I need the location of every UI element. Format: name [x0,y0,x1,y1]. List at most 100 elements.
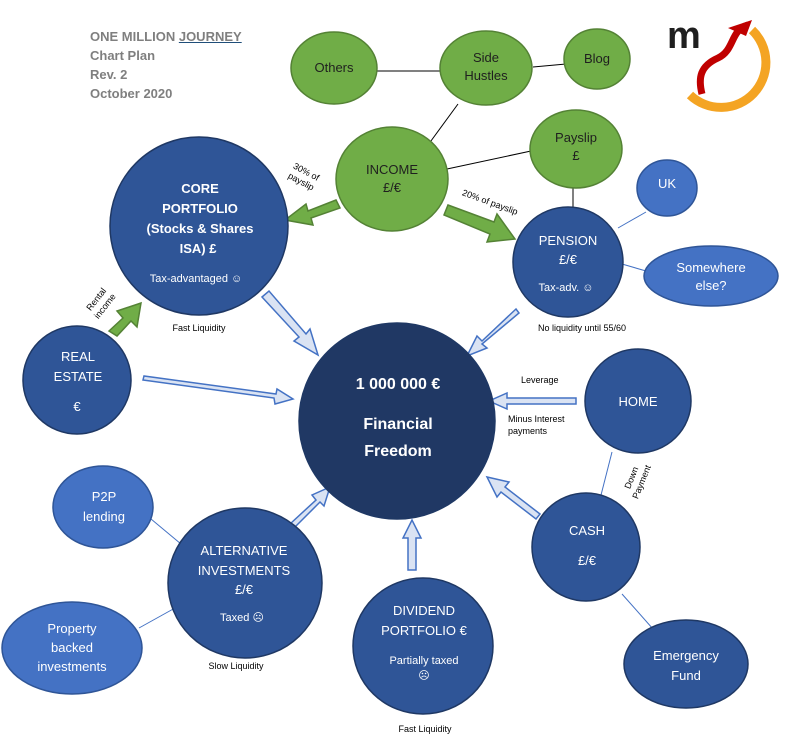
node-core-line1: CORE [181,181,219,196]
connector-home-cash [599,451,613,500]
node-side-hustles-line1: Side [473,50,499,65]
node-dividend [352,577,494,715]
node-side-hustles [439,30,533,106]
node-home-label: HOME [619,394,658,409]
label-core-share: 30% of payslip [286,161,321,193]
header-title-prefix: ONE MILLION [90,29,179,44]
node-realestate-line3: € [73,399,81,414]
logo-arrow-head [728,20,752,36]
node-cash-line1: CASH [569,523,605,538]
inflow-arrows [142,289,577,571]
node-p2p [52,465,154,549]
node-pension [512,206,624,318]
label-fast-liquidity-core: Fast Liquidity [172,323,226,333]
connector-cash-emergency [621,593,654,630]
node-realestate-line1: REAL [61,349,95,364]
node-alternative-line1: ALTERNATIVE [201,543,288,558]
node-real-estate [22,325,132,435]
node-side-hustles-line2: Hustles [464,68,508,83]
node-home [584,348,692,454]
header-line-2: Chart Plan [90,48,156,63]
connector-sidehustles-income [427,103,459,146]
header-line-4: October 2020 [90,86,173,101]
header-title-underlined: JOURNEY [178,29,242,44]
node-payslip [529,109,623,189]
node-core-portfolio [109,136,289,316]
connectors [376,63,574,208]
node-emergency-line2: Fund [671,668,701,683]
header-title: ONE MILLION JOURNEY [90,27,242,46]
arrow-realestate-to-core [107,301,142,337]
connector-pension-uk [617,211,647,229]
node-dividend-line2: PORTFOLIO € [381,623,467,638]
connector-income-payslip [446,150,532,170]
node-blog [563,28,631,90]
arrow-home-to-center [487,391,577,411]
node-somewhere-line2: else? [695,278,726,293]
node-dividend-line3: Partially taxed [389,655,458,667]
connector-pension-somewhere [621,263,647,272]
node-core-line3: (Stocks & Shares [147,221,254,236]
node-property-line3: investments [37,659,107,674]
node-cash-line2: £/€ [578,553,597,568]
label-fast-liquidity-dividend: Fast Liquidity [398,724,452,734]
label-no-liquidity: No liquidity until 55/60 [538,323,626,333]
node-cash [531,492,641,602]
logo-road [696,21,750,95]
node-income-line2: £/€ [383,180,402,195]
node-p2p-line1: P2P [92,489,117,504]
label-slow-liquidity: Slow Liquidity [208,661,264,671]
connector-alternative-p2p [150,518,182,545]
label-minus-interest-line1: Minus Interest [508,414,565,424]
logo-ring [686,26,771,112]
node-core-line5: Tax-advantaged ☺ [150,273,243,285]
connectors-blue [138,211,654,630]
node-p2p-line2: lending [83,509,125,524]
arrow-realestate-to-center [142,375,295,405]
arrow-income-to-pension [443,204,517,243]
node-somewhere-line1: Somewhere [676,260,745,275]
label-rental: Rental income [84,286,117,321]
label-leverage: Leverage [521,375,559,385]
arrow-cash-to-center [485,475,542,521]
node-alternative-line2: INVESTMENTS [198,563,291,578]
arrow-pension-to-center [465,307,521,358]
center-amount: 1 000 000 € [356,376,441,393]
label-down-payment: Down Payment [622,463,653,500]
node-property-backed [1,601,143,695]
node-property-line1: Property [47,621,97,636]
center-line2: Financial [363,416,432,433]
connector-alternative-property [138,607,176,629]
connector-sidehustles-blog [532,63,567,68]
node-pension-line2: £/€ [559,252,578,267]
node-dividend-line1: DIVIDEND [393,603,455,618]
arrow-income-to-core [283,199,342,226]
node-uk-label: UK [658,176,676,191]
label-minus-interest-line2: payments [508,426,548,436]
header-line-3: Rev. 2 [90,67,128,82]
node-others [290,31,378,105]
node-income-line1: INCOME [366,162,418,177]
node-pension-line3: Tax-adv. ☺ [538,282,593,294]
node-center [298,322,496,520]
node-others-label: Others [314,60,354,75]
node-uk [636,159,698,217]
blue-node-texts: CORE PORTFOLIO (Stocks & Shares ISA) £ T… [37,176,745,683]
node-pension-line1: PENSION [539,233,598,248]
arrow-dividend-to-center [401,518,423,571]
node-alternative-line4: Taxed ☹ [220,612,264,624]
brand-logo: m [667,15,771,112]
node-alternative [167,507,323,659]
node-alternative-line3: £/€ [235,582,254,597]
node-dividend-line4: ☹ [418,670,429,682]
node-core-line4: ISA) £ [180,241,218,256]
node-realestate-line2: ESTATE [54,369,103,384]
green-nodes [290,28,631,232]
node-core-line2: PORTFOLIO [162,201,238,216]
node-somewhere-else [643,245,779,307]
node-income [335,126,449,232]
logo-letter: m [667,15,701,57]
node-emergency [623,619,749,709]
node-payslip-line1: Payslip [555,130,597,145]
